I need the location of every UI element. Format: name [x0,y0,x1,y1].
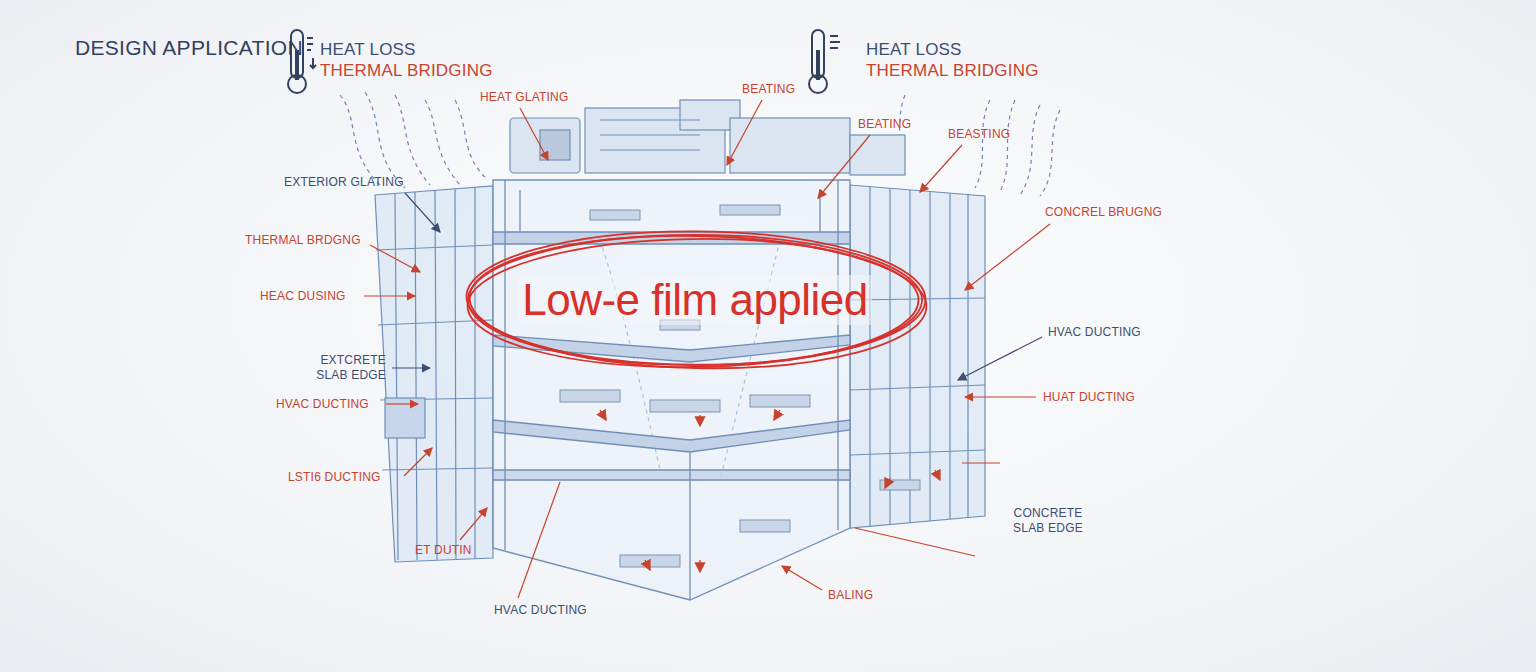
callout-label: CONCREL BRUGNG [1045,205,1162,220]
callout-label: BEATING [742,82,795,97]
callout-label: HEAT LOSS [866,40,962,60]
callout-label: BALING [828,588,873,603]
callout-label: EXTERIOR GLATING [284,175,404,190]
annotation-ellipse: Low-e film applied [460,228,930,372]
callout-label: LSTI6 DUCTING [288,470,381,485]
callout-label: HUAT DUCTING [1043,390,1135,405]
annotation-text: Low-e film applied [518,275,872,325]
leader-lines [364,100,1050,598]
thermometer-icon [809,30,840,93]
left-wing [375,186,493,562]
airflow-arrows [600,410,940,572]
ellipse-stroke [467,236,920,370]
diagram-title: DESIGN APPLICATION [75,36,303,60]
central-block [493,180,850,600]
callout-label: BEASTING [948,127,1010,142]
callout-label: HEAC DUSING [260,289,346,304]
callout-label: THERMAL BRIDGING [866,61,1039,81]
right-wing [850,185,985,528]
callout-label: HEAT LOSS [320,40,416,60]
callout-label: EXTCRETE SLAB EDGE [306,353,386,383]
callout-label: HVAC DUCTING [494,603,587,618]
ellipse-stroke [466,230,926,367]
callout-label: THERMAL BRDGNG [245,233,361,248]
callout-label: BEATING [858,117,911,132]
callout-label: ET DUTIN [415,543,472,558]
callout-label: HVAC DUCTING [1048,325,1141,340]
callout-label: HEAT GLATING [480,90,568,105]
callout-label: HVAC DUCTING [276,397,369,412]
callout-label: THERMAL BRIDGING [320,61,493,81]
callout-label: CONCRETE SLAB EDGE [1008,506,1088,536]
